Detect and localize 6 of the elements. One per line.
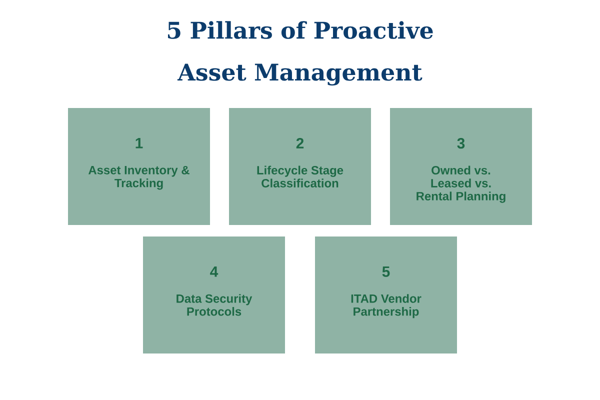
title: 5 Pillars of Proactive Asset Management [168, 21, 433, 86]
pillar-box: 4 Data Security Protocols [143, 236, 285, 354]
pillar-box: 3 Owned vs. Leased vs. Rental Planning [390, 108, 532, 225]
pillar-box: 2 Lifecycle Stage Classification [229, 108, 371, 225]
pillar-box: 1 Asset Inventory & Tracking [68, 108, 210, 225]
pillar-box: 5 ITAD Vendor Partnership [315, 236, 457, 354]
